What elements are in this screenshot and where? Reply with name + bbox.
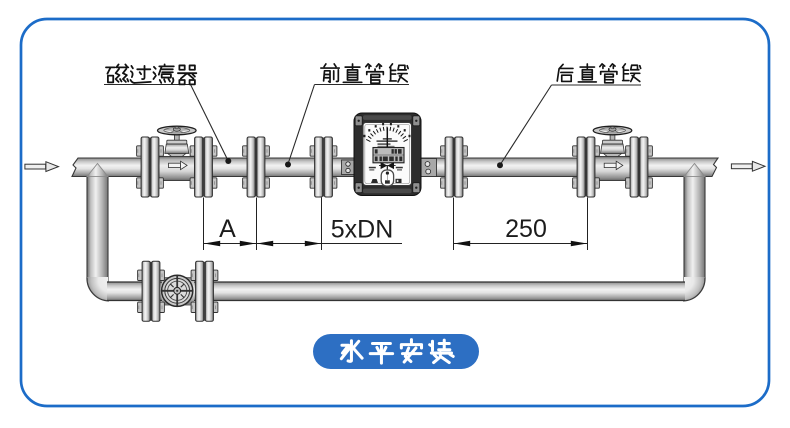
- svg-text:A: A: [219, 215, 236, 243]
- svg-text:250: 250: [505, 215, 547, 243]
- svg-text:5xDN: 5xDN: [331, 216, 394, 244]
